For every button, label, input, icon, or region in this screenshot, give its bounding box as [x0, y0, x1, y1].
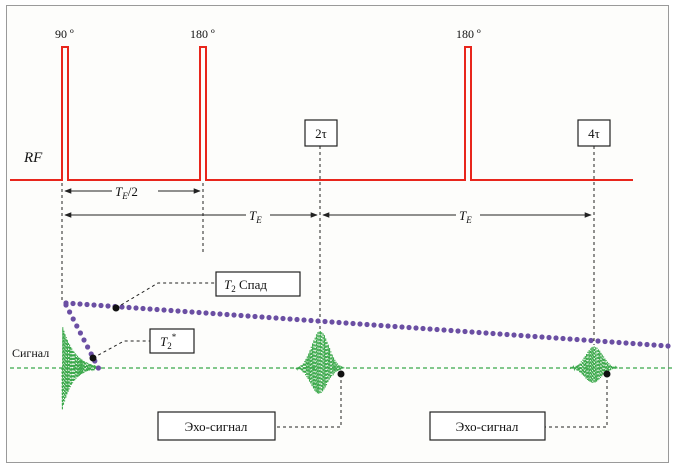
svg-text:T2 Спад: T2 Спад [224, 277, 267, 294]
t2-decay-pointer-dot [112, 304, 120, 312]
t2-star-callout: T2* [149, 328, 195, 354]
echo-signal-callout-second: Эхо-сигнал [429, 411, 546, 441]
diagram-frame [6, 5, 669, 463]
pulse-label-180-second: 180 º [456, 27, 481, 41]
te-label-first: TE [249, 208, 262, 225]
echo-time-box-2tau: 2τ [304, 119, 338, 147]
pulse-label-180-first: 180 º [190, 27, 215, 41]
svg-text:Эхо-сигнал: Эхо-сигнал [185, 419, 248, 434]
echo-one-pointer-dot [337, 370, 345, 378]
t2-decay-callout: T2 Спад [215, 271, 301, 297]
svg-text:Эхо-сигнал: Эхо-сигнал [456, 419, 519, 434]
svg-text:T2*: T2* [160, 332, 177, 351]
echo-signal-callout-first: Эхо-сигнал [157, 411, 276, 441]
callout-leaders [92, 282, 608, 428]
svg-text:4τ: 4τ [588, 126, 600, 141]
pulse-label-90: 90 º [55, 27, 74, 41]
echo-two-pointer-dot [603, 370, 611, 378]
te-label-second: TE [459, 208, 472, 225]
vertical-guides [61, 146, 595, 345]
rf-pulse-line [10, 46, 633, 181]
half-te-label: TE/2 [115, 184, 138, 201]
t2-star-pointer-dot [89, 354, 97, 362]
signal-axis-label: Сигнал [12, 346, 49, 360]
signal-traces [61, 327, 619, 410]
t2-decay-curve [63, 300, 671, 349]
svg-text:2τ: 2τ [315, 126, 327, 141]
rf-axis-label: RF [23, 150, 43, 166]
echo-time-box-4tau: 4τ [577, 119, 611, 147]
